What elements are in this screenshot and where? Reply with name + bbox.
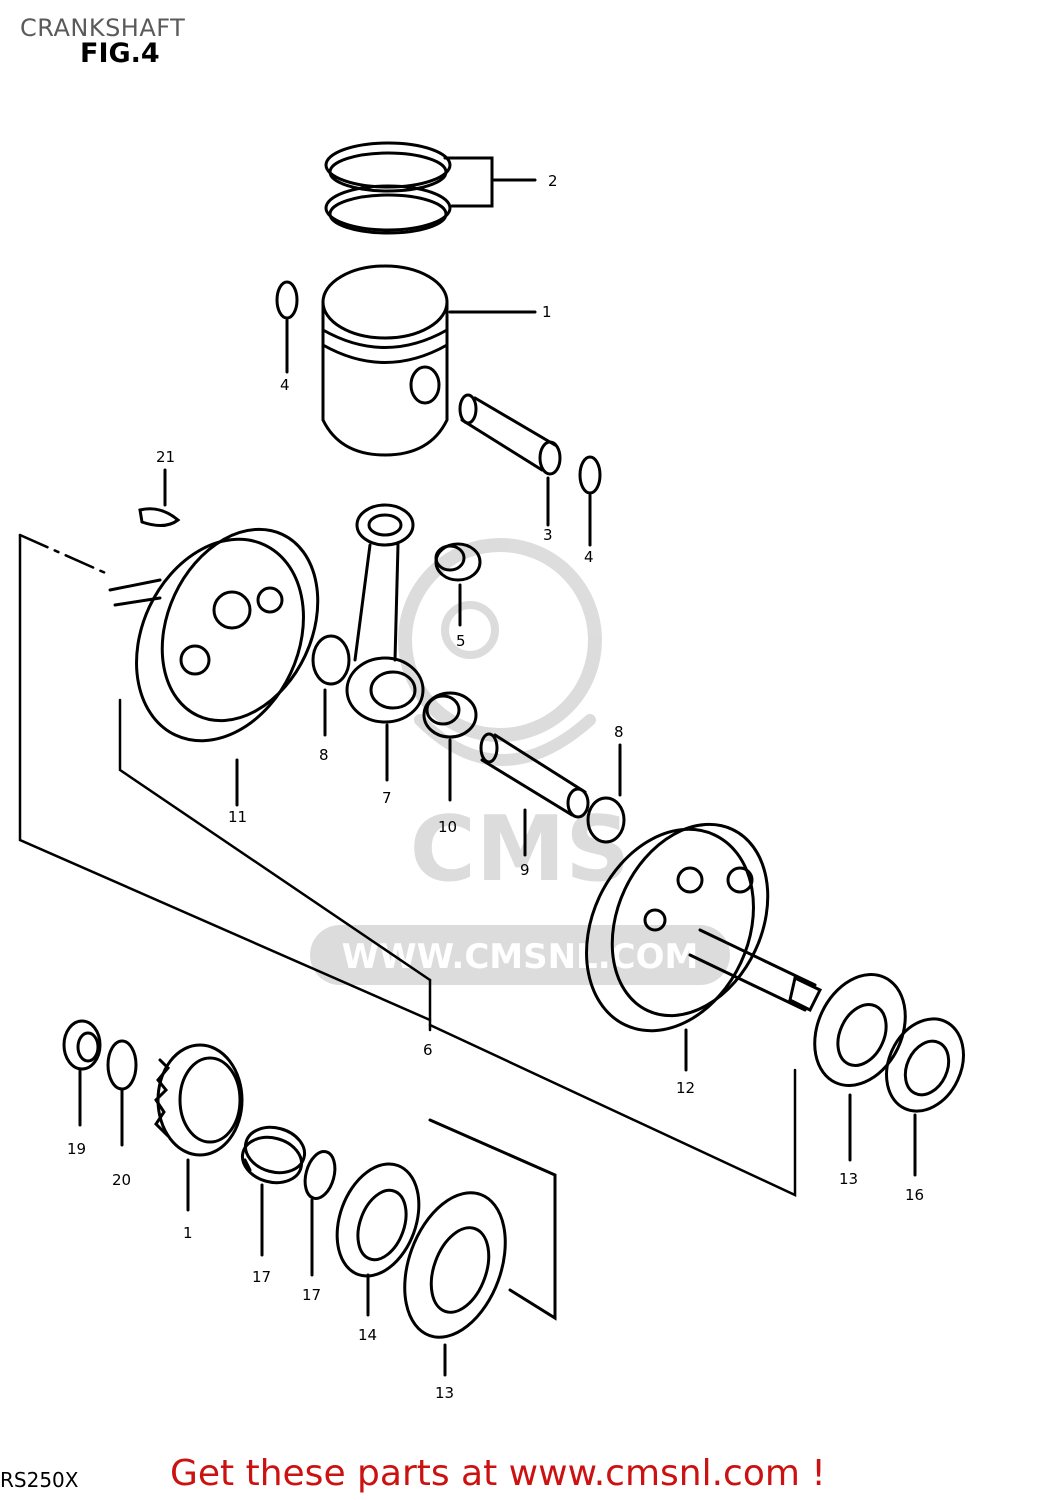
crankshaft-assembly-bracket [18,533,797,1197]
part-nut [62,1019,102,1127]
part-crank-half-right [585,822,823,1072]
part-circlip-left [275,280,299,320]
page-title: CRANKSHAFT [20,14,186,42]
model-code: RS250X [0,1468,79,1492]
cmsnl-watermark: CMS WWW.CMSNL.COM [310,538,730,985]
figure-label: FIG.4 [80,38,160,69]
part-piston-pin [458,393,562,527]
callout-13b: 13 [435,1384,454,1402]
callout-9: 9 [520,861,530,879]
part-small-end-bearing [434,542,482,627]
part-o-ring [303,1150,337,1277]
callout-14: 14 [358,1326,377,1344]
part-connecting-rod [345,503,425,782]
part-crank-half-left [108,527,320,807]
callout-19: 19 [67,1140,86,1158]
get-parts-link[interactable]: Get these parts at www.cmsnl.com ! [170,1453,826,1494]
callout-6: 6 [423,1041,433,1059]
callout-2: 2 [548,172,558,190]
part-washer-left [311,634,351,686]
part-piston-rings [324,141,537,235]
callout-3: 3 [543,526,553,544]
callout-16: 17 [252,1268,271,1286]
part-primary-gear [154,1043,244,1212]
callout-4a: 4 [280,376,290,394]
callout-11: 11 [228,808,247,826]
callout-10: 10 [438,818,457,836]
callout-1: 1 [542,303,552,321]
part-bearing-right [813,973,907,1162]
callout-20: 20 [112,1171,131,1189]
watermark-url: WWW.CMSNL.COM [342,937,699,977]
callout-17: 17 [302,1286,321,1304]
watermark-logo-text: CMS [410,797,630,902]
part-oil-seal-right [885,1017,965,1177]
part-spacer [240,1125,307,1257]
callout-5: 5 [456,632,466,650]
callout-7: 7 [382,789,392,807]
callout-12: 12 [676,1079,695,1097]
part-lock-washer [106,1039,138,1147]
part-oil-seal-left [335,1162,421,1317]
part-key [138,507,181,527]
callout-4b: 4 [584,548,594,566]
callout-numbers: 2 1 4 3 4 21 5 8 8 7 10 9 11 6 12 13 16 … [67,172,924,1402]
callout-13a: 13 [839,1170,858,1188]
part-big-end-bearing [422,691,478,802]
callout-15: 16 [905,1186,924,1204]
part-circlip-right [578,455,602,495]
part-washer-right [586,796,626,844]
callout-8b: 8 [614,723,624,741]
callout-18: 1 [183,1224,193,1242]
callout-8a: 8 [319,746,329,764]
part-bearing-left [403,1118,557,1377]
part-crank-pin [479,732,590,857]
part-piston [321,264,537,457]
callout-21: 21 [156,448,175,466]
